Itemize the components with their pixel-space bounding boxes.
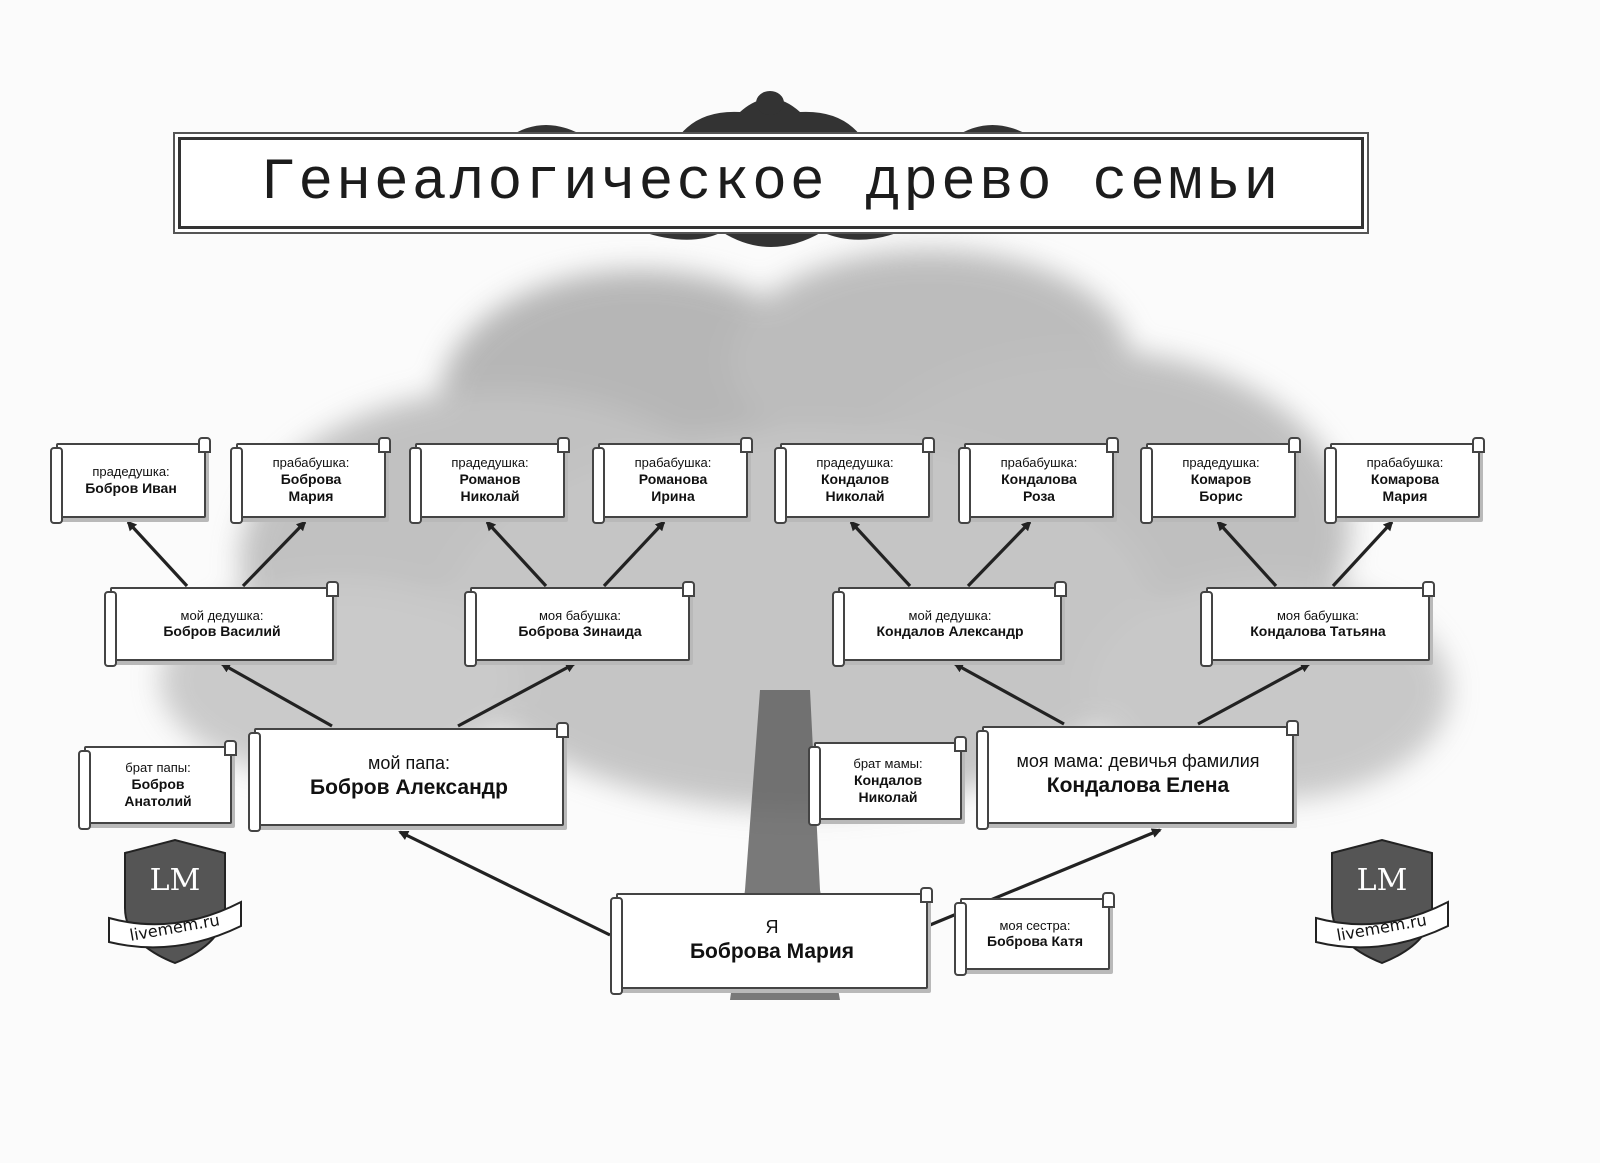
person-name: Боброва Катя [987,933,1083,950]
relation-label: прадедушка: [92,464,170,480]
dads-brother-box: брат папы: Бобров Анатолий [78,740,237,830]
title-ornament [512,91,1028,247]
arrow-mom-to-grandmother [1197,662,1311,726]
relation-label: прабабушка: [634,455,712,471]
arrow-dad-to-grandmother [457,662,576,728]
person-name: Комаров Борис [1190,471,1252,505]
arrow-mom-to-grandfather [953,662,1065,726]
arrow-grandfather-paternal-to-ggf [126,520,189,588]
person-name: Романов Николай [459,471,521,505]
grandfather-paternal-box: мой дедушка: Бобров Василий [104,581,339,667]
moms-brother-box: брат мамы: Кондалов Николай [808,736,967,826]
relation-label: брат мамы: [853,755,923,771]
grandfather-maternal-box: мой дедушка: Кондалов Александр [832,581,1067,667]
sister-box: моя сестра: Боброва Катя [954,892,1115,976]
mom-box: моя мама: девичья фамилия Кондалова Елен… [976,720,1299,830]
person-name: Кондалов Александр [876,623,1024,640]
great-grandmother-1-box: прабабушка: Боброва Мария [230,437,391,524]
relation-label: прадедушка: [1182,455,1260,471]
great-grandfather-1-box: прадедушка: Бобров Иван [50,437,211,524]
logo-monogram: LM [150,863,201,898]
arrow-grandmother-paternal-to-ggf [485,520,548,588]
page-title: Генеалогическое древо семьи [260,150,1282,216]
me-box: Я Боброва Мария [610,887,933,995]
person-name: Бобров Василий [163,623,281,640]
livemem-badge-right: LM livemem.ru [1315,838,1449,965]
relation-label: прадедушка: [816,455,894,471]
person-name: Боброва Мария [689,940,855,964]
arrow-grandmother-maternal-to-ggf [1216,520,1278,588]
arrow-me-to-dad [398,830,611,937]
relation-label: прадедушка: [451,455,529,471]
great-grandfather-2-box: прадедушка: Романов Николай [409,437,570,524]
great-grandmother-4-box: прабабушка: Комарова Мария [1324,437,1485,524]
arrow-grandmother-maternal-to-ggm [1331,520,1394,588]
relation-label: Я [765,917,779,938]
arrow-grandfather-maternal-to-ggm [966,520,1032,588]
person-name: Кондалов Николай [853,771,923,805]
person-name: Кондалова Татьяна [1250,623,1386,640]
relation-label: моя бабушка: [538,607,622,623]
person-name: Комарова Мария [1370,471,1440,505]
grandmother-maternal-box: моя бабушка: Кондалова Татьяна [1200,581,1435,667]
relation-label: брат папы: [125,759,191,775]
dad-box: мой папа: Бобров Александр [248,722,569,832]
person-name: Боброва Мария [280,471,342,505]
arrow-dad-to-grandfather [220,662,333,728]
person-name: Романова Ирина [638,471,708,505]
great-grandfather-4-box: прадедушка: Комаров Борис [1140,437,1301,524]
grandmother-paternal-box: моя бабушка: Боброва Зинаида [464,581,695,667]
person-name: Боброва Зинаида [518,623,642,640]
person-name: Бобров Александр [310,776,508,800]
relation-label: моя сестра: [999,917,1071,933]
relation-label: прабабушка: [1366,455,1444,471]
relation-label: мой папа: [368,753,450,774]
relation-label: прабабушка: [1000,455,1078,471]
livemem-badge-left: LM livemem.ru [108,838,242,965]
relation-label: мой дедушка: [180,607,264,623]
title-frame: Генеалогическое древо семьи [178,137,1364,229]
arrow-grandfather-paternal-to-ggm [241,520,307,588]
person-name: Бобров Анатолий [124,775,192,809]
relation-label: моя бабушка: [1276,607,1360,623]
person-name: Кондалова Елена [1046,774,1230,798]
person-name: Кондалов Николай [820,471,890,505]
arrow-grandmother-paternal-to-ggm [602,520,666,588]
great-grandmother-3-box: прабабушка: Кондалова Роза [958,437,1119,524]
great-grandmother-2-box: прабабушка: Романова Ирина [592,437,753,524]
arrow-grandfather-maternal-to-ggf [849,520,912,588]
relation-label: моя мама: девичья фамилия [1016,751,1260,772]
logo-monogram: LM [1357,863,1408,898]
relation-label: мой дедушка: [908,607,992,623]
person-name: Кондалова Роза [1001,471,1077,505]
great-grandfather-3-box: прадедушка: Кондалов Николай [774,437,935,524]
person-name: Бобров Иван [85,479,177,496]
relation-label: прабабушка: [272,455,350,471]
